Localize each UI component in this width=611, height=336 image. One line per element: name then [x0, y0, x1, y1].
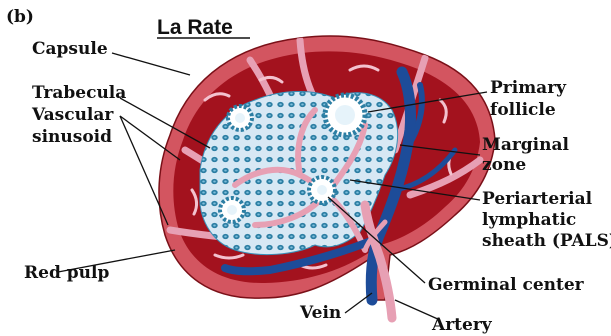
primary-follicle	[325, 95, 365, 135]
label-marginal: Marginal	[482, 135, 570, 155]
label-germinal-center: Germinal center	[428, 275, 585, 295]
label-red-pulp: Red pulp	[24, 263, 109, 283]
panel-letter: (b)	[6, 7, 34, 27]
label-lymphatic: lymphatic	[482, 210, 576, 230]
germinal-center-3	[220, 198, 244, 222]
germinal-center-1	[228, 106, 252, 130]
label-vascular: Vascular	[31, 105, 114, 125]
label-follicle: follicle	[490, 100, 556, 120]
label-sinusoid: sinusoid	[32, 127, 112, 147]
label-trabecula: Trabecula	[32, 83, 126, 103]
label-primary: Primary	[490, 78, 567, 98]
label-artery: Artery	[431, 315, 493, 335]
diagram-title: La Rate	[157, 16, 233, 39]
label-periarterial: Periarterial	[482, 189, 593, 209]
label-zone: zone	[482, 155, 526, 175]
label-capsule: Capsule	[32, 39, 108, 59]
label-sheath-pals: sheath (PALS)	[482, 231, 611, 251]
label-vein: Vein	[299, 303, 341, 323]
